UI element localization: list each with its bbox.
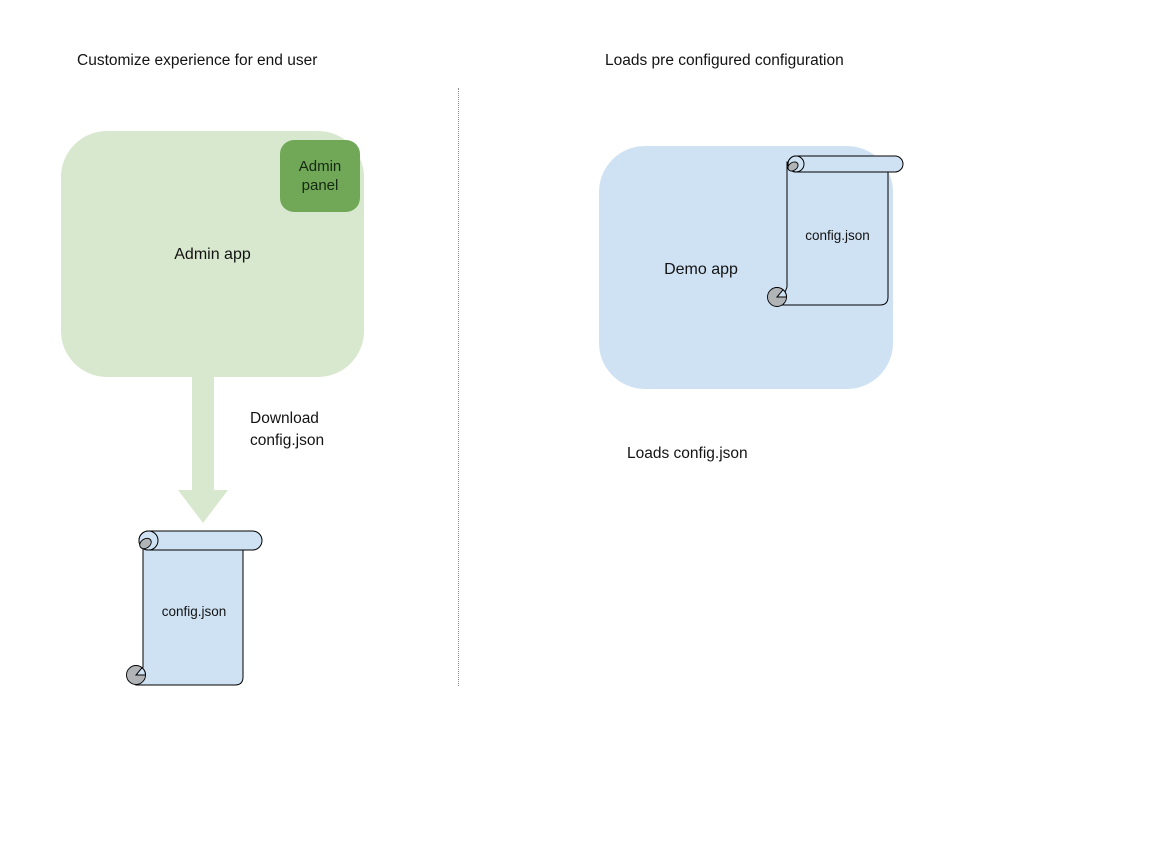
- scroll-body: [135, 539, 244, 686]
- admin-app-label: Admin app: [174, 246, 251, 263]
- scroll-roll: [787, 155, 904, 173]
- download-arrow-label: Download config.json: [250, 410, 325, 449]
- config-file-scroll-left: [126, 530, 263, 686]
- right-section-title: Loads pre configured configuration: [605, 52, 844, 69]
- demo-app-label: Demo app: [664, 261, 738, 278]
- config-file-label-left: config.json: [161, 604, 227, 619]
- download-arrow-shape: [178, 371, 228, 523]
- config-file-scroll-right: [767, 155, 904, 307]
- left-section-title: Customize experience for end user: [77, 52, 318, 69]
- download-arrow: [178, 371, 228, 523]
- config-file-label-right: config.json: [805, 228, 870, 243]
- scroll-roll-curl: [787, 161, 799, 172]
- admin-panel-box: Admin panel: [280, 140, 360, 212]
- admin-panel-label: Admin panel: [298, 158, 342, 194]
- section-divider: [458, 88, 459, 686]
- scroll-bottom-curl-notch: [775, 288, 788, 298]
- scroll-roll-curl: [139, 537, 152, 550]
- scroll-body: [779, 161, 889, 306]
- loads-config-caption: Loads config.json: [627, 445, 748, 462]
- scroll-bottom-curl-notch: [134, 666, 147, 676]
